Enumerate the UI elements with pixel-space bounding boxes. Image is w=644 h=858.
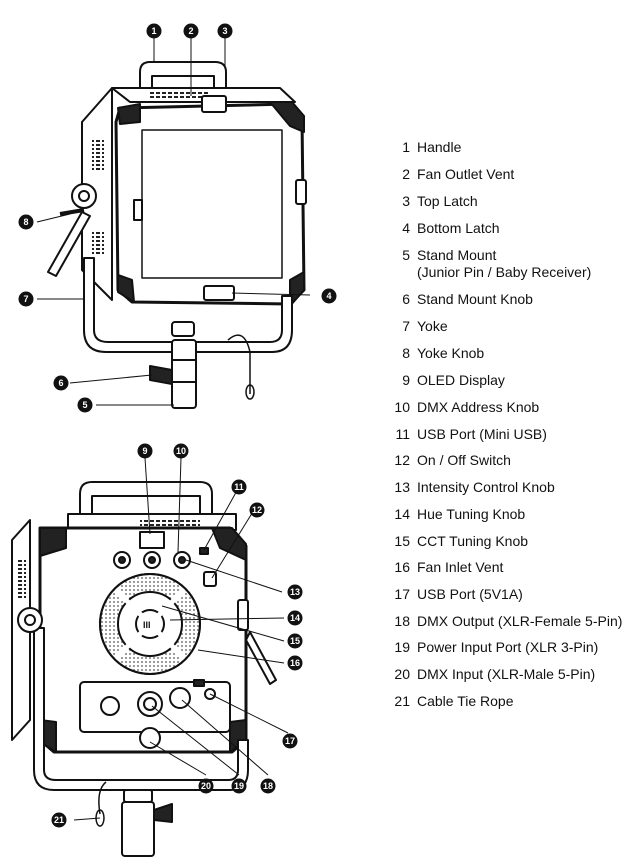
legend-number: 4	[402, 220, 410, 236]
callout-front-7: 7	[18, 291, 34, 307]
leader-lines	[36, 38, 311, 821]
legend-number: 20	[394, 666, 410, 682]
legend-label: USB Port (5V1A)	[417, 586, 523, 602]
legend-label: Yoke	[417, 318, 448, 334]
callout-back-18: 18	[260, 778, 276, 794]
legend-number: 21	[394, 693, 410, 709]
callout-front-8: 8	[18, 214, 34, 230]
svg-text:12: 12	[252, 505, 262, 515]
svg-text:1: 1	[151, 26, 156, 36]
svg-text:3: 3	[222, 26, 227, 36]
legend-number: 8	[402, 345, 410, 361]
svg-text:5: 5	[82, 400, 87, 410]
svg-text:19: 19	[234, 781, 244, 791]
front-diffuser	[141, 129, 283, 279]
svg-text:7: 7	[23, 294, 28, 304]
callout-front-6: 6	[53, 375, 69, 391]
legend-number: 7	[402, 318, 410, 334]
legend-label-secondary: (Junior Pin / Baby Receiver)	[417, 264, 592, 280]
legend-number: 16	[394, 559, 410, 575]
svg-text:17: 17	[285, 736, 295, 746]
callout-back-16: 16	[287, 655, 303, 671]
svg-text:14: 14	[290, 613, 300, 623]
legend-number: 5	[402, 247, 410, 263]
callout-back-19: 19	[231, 778, 247, 794]
callout-front-4: 4	[321, 288, 337, 304]
svg-text:21: 21	[54, 815, 64, 825]
legend-label: On / Off Switch	[417, 452, 511, 468]
legend-label: Top Latch	[417, 193, 478, 209]
callout-back-15: 15	[287, 633, 303, 649]
callout-back-13: 13	[287, 584, 303, 600]
callout-back-10: 10	[173, 443, 189, 459]
callout-front-5: 5	[77, 397, 93, 413]
legend-number: 17	[394, 586, 410, 602]
callout-front-1: 1	[146, 23, 162, 39]
svg-text:III: III	[143, 620, 151, 630]
legend-number: 14	[394, 506, 410, 522]
stand-mount-shape	[171, 339, 197, 409]
svg-text:15: 15	[290, 636, 300, 646]
front-view-drawing	[47, 61, 307, 409]
legend-number: 10	[394, 399, 410, 415]
legend-number: 19	[394, 639, 410, 655]
yoke-shape	[83, 257, 293, 353]
legend-number: 13	[394, 479, 410, 495]
legend-label: Hue Tuning Knob	[417, 506, 526, 522]
back-yoke	[33, 627, 249, 791]
svg-text:16: 16	[290, 658, 300, 668]
legend-label: Power Input Port (XLR 3-Pin)	[417, 639, 599, 655]
svg-text:20: 20	[201, 781, 211, 791]
legend-label: USB Port (Mini USB)	[417, 426, 547, 442]
legend-label: Cable Tie Rope	[417, 693, 514, 709]
legend-label: Yoke Knob	[417, 345, 485, 361]
legend-number: 2	[402, 166, 410, 182]
legend-label: Fan Inlet Vent	[417, 559, 504, 575]
legend-label: Stand Mount Knob	[417, 291, 533, 307]
legend-label: Stand Mount	[417, 247, 497, 263]
legend-number: 18	[394, 613, 410, 629]
svg-text:13: 13	[290, 587, 300, 597]
callout-back-14: 14	[287, 610, 303, 626]
legend-number: 12	[394, 452, 410, 468]
callout-back-21: 21	[51, 812, 67, 828]
legend-label: OLED Display	[417, 372, 505, 388]
callout-front-2: 2	[183, 23, 199, 39]
callout-back-12: 12	[249, 502, 265, 518]
callout-back-9: 9	[137, 443, 153, 459]
product-diagram: III	[11, 23, 337, 857]
legend-label: Fan Outlet Vent	[417, 166, 515, 182]
legend-label: DMX Input (XLR-Male 5-Pin)	[417, 666, 596, 682]
callout-back-20: 20	[198, 778, 214, 794]
bottom-latch-shape	[203, 285, 235, 301]
svg-text:4: 4	[326, 291, 331, 301]
svg-text:6: 6	[58, 378, 63, 388]
legend-label: DMX Output (XLR-Female 5-Pin)	[417, 613, 623, 629]
svg-text:9: 9	[142, 446, 147, 456]
legend-number: 11	[395, 426, 410, 442]
svg-text:2: 2	[188, 26, 193, 36]
svg-text:8: 8	[23, 217, 28, 227]
top-latch-shape	[201, 95, 227, 113]
back-view-drawing: III	[11, 481, 277, 857]
legend-number: 9	[402, 372, 410, 388]
legend-label: DMX Address Knob	[417, 399, 540, 415]
legend-label: Intensity Control Knob	[417, 479, 555, 495]
oled-display-shape	[139, 531, 165, 549]
svg-text:18: 18	[263, 781, 273, 791]
svg-text:10: 10	[176, 446, 186, 456]
legend-number: 15	[394, 533, 410, 549]
legend-label: Handle	[417, 139, 462, 155]
callout-back-11: 11	[231, 479, 247, 495]
legend-label: CCT Tuning Knob	[417, 533, 529, 549]
legend-label: Bottom Latch	[417, 220, 500, 236]
legend-number: 1	[402, 139, 410, 155]
callout-front-3: 3	[217, 23, 233, 39]
callout-back-17: 17	[282, 733, 298, 749]
svg-text:11: 11	[234, 482, 244, 492]
legend-number: 6	[402, 291, 410, 307]
legend-number: 3	[402, 193, 410, 209]
yoke-knob-handle	[47, 211, 91, 277]
